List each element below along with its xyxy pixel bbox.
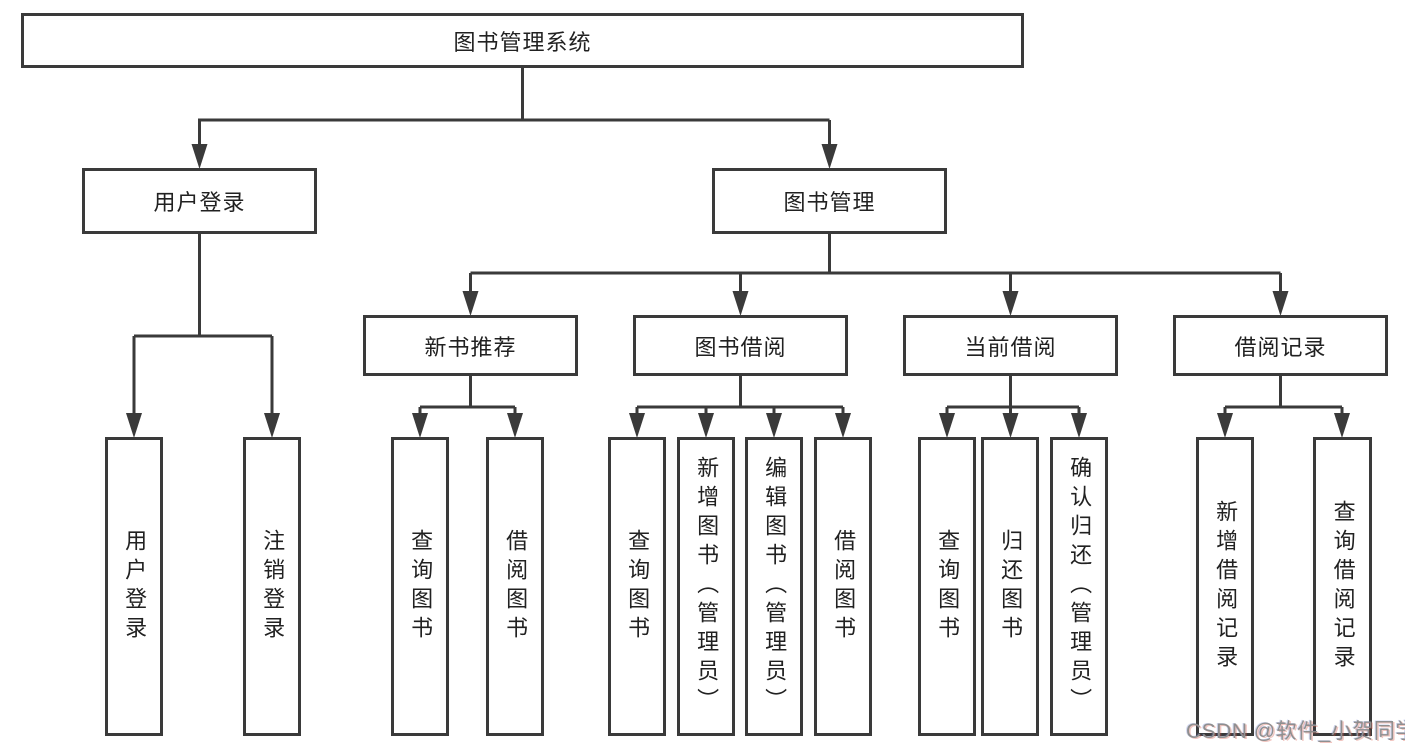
node-book-borrowing: 图书借阅 — [633, 315, 848, 376]
node-label: 归还图书 — [998, 528, 1024, 645]
node-confirm-return-admin: 确认归还（管理员） — [1050, 437, 1108, 736]
node-label: 用户登录 — [122, 528, 148, 645]
node-borrowing-records: 借阅记录 — [1173, 315, 1388, 376]
node-label: 新增图书（管理员） — [694, 456, 720, 717]
node-user-login: 用户登录 — [82, 168, 317, 234]
node-label: 查询图书 — [408, 528, 434, 645]
node-label: 借阅记录 — [1234, 334, 1327, 360]
node-borrow-books-recommend: 借阅图书 — [486, 437, 544, 736]
node-label: 查询图书 — [625, 528, 651, 645]
node-label: 注销登录 — [260, 528, 286, 645]
node-edit-book-admin: 编辑图书（管理员） — [745, 437, 803, 736]
node-return-books: 归还图书 — [981, 437, 1039, 736]
node-logout-action: 注销登录 — [243, 437, 301, 736]
node-label: 新增借阅记录 — [1213, 499, 1239, 674]
node-add-borrow-record: 新增借阅记录 — [1196, 437, 1254, 736]
node-new-book-recommend: 新书推荐 — [363, 315, 578, 376]
node-query-books-borrowing: 查询图书 — [608, 437, 666, 736]
node-label: 查询图书 — [935, 528, 961, 645]
node-add-book-admin: 新增图书（管理员） — [677, 437, 735, 736]
node-label: 图书管理 — [783, 190, 876, 215]
node-book-management: 图书管理 — [712, 168, 947, 234]
node-label: 借阅图书 — [831, 528, 857, 645]
node-user-login-action: 用户登录 — [105, 437, 163, 736]
node-label: 借阅图书 — [503, 528, 529, 645]
node-label: 图书管理系统 — [453, 29, 592, 55]
node-library-system: 图书管理系统 — [21, 13, 1024, 68]
node-query-borrow-record: 查询借阅记录 — [1313, 437, 1372, 736]
node-query-books-recommend: 查询图书 — [391, 437, 449, 736]
node-label: 当前借阅 — [964, 334, 1057, 360]
node-label: 新书推荐 — [424, 334, 517, 360]
node-label: 图书借阅 — [694, 334, 787, 360]
node-borrow-books-borrowing: 借阅图书 — [814, 437, 872, 736]
node-label: 查询借阅记录 — [1330, 499, 1356, 674]
node-current-borrowing: 当前借阅 — [903, 315, 1118, 376]
node-label: 编辑图书（管理员） — [762, 456, 788, 717]
node-label: 确认归还（管理员） — [1067, 456, 1093, 717]
watermark-text: CSDN @软件_小贺同学 — [1186, 720, 1405, 743]
node-query-books-current: 查询图书 — [918, 437, 976, 736]
node-label: 用户登录 — [153, 190, 246, 215]
